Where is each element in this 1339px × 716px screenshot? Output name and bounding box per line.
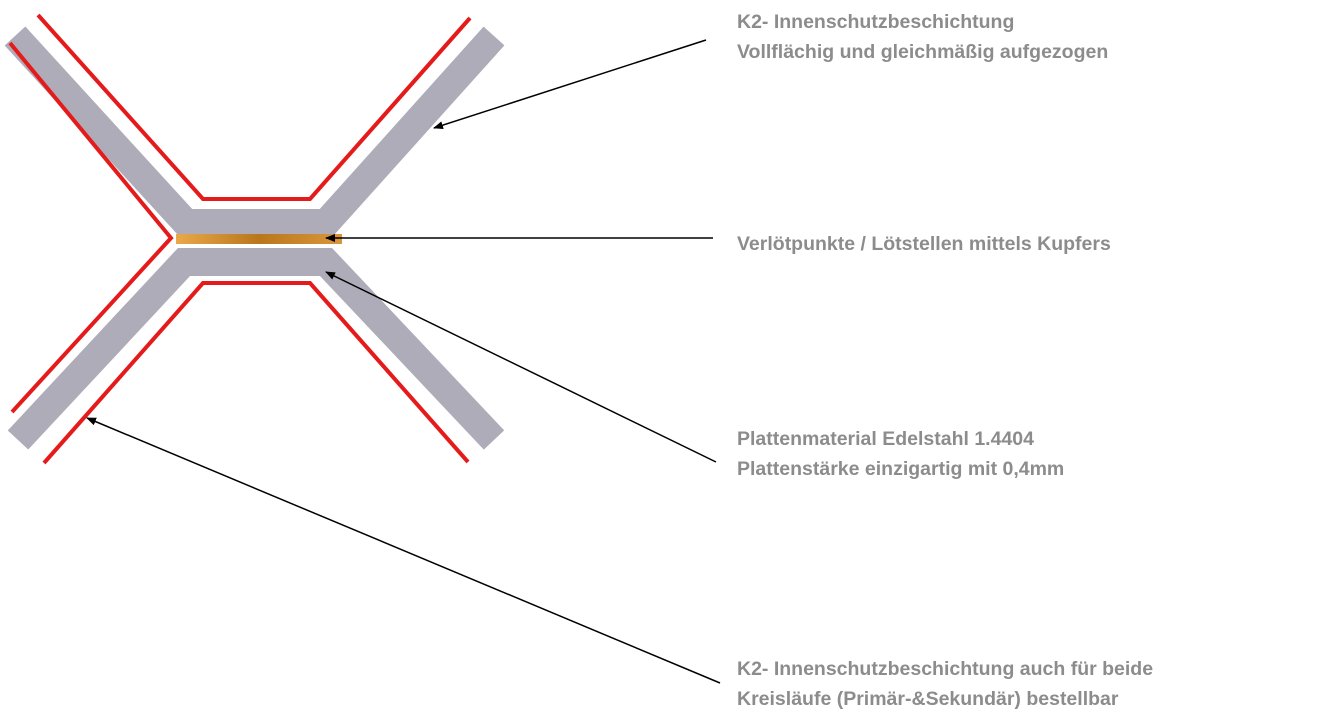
label-both-circuits: K2- Innenschutzbeschichtung auch für bei…	[737, 654, 1153, 714]
arrow-plate	[325, 271, 717, 463]
lower-plate-body	[7, 248, 505, 450]
upper-plate-highlight-top	[25, 22, 484, 210]
label-plate-material: Plattenmaterial Edelstahl 1.4404 Platten…	[737, 424, 1064, 484]
lower-plate-coating	[42, 281, 470, 465]
label-plate-line2: Plattenstärke einzigartig mit 0,4mm	[737, 458, 1065, 480]
label-solder: Verlötpunkte / Lötstellen mittels Kupfer…	[737, 229, 1111, 259]
lower-plate	[4, 238, 508, 465]
label-coating-line1: K2- Innenschutzbeschichtung	[737, 11, 1015, 33]
upper-plate-coating	[36, 13, 472, 201]
label-coating: K2- Innenschutzbeschichtung Vollflächig …	[737, 7, 1108, 67]
solder-joint	[176, 234, 342, 244]
label-both-line1: K2- Innenschutzbeschichtung auch für bei…	[737, 658, 1154, 680]
arrow-both-circuits	[86, 417, 721, 684]
label-solder-line1: Verlötpunkte / Lötstellen mittels Kupfer…	[737, 233, 1111, 255]
left-junction-coating	[8, 41, 174, 414]
upper-plate-body	[4, 26, 505, 237]
label-plate-line1: Plattenmaterial Edelstahl 1.4404	[737, 428, 1034, 450]
label-coating-line2: Vollflächig und gleichmäßig aufgezogen	[737, 41, 1109, 63]
label-both-line2: Kreisläufe (Primär-&Sekundär) bestellbar	[737, 688, 1119, 710]
arrow-coating	[433, 39, 707, 130]
